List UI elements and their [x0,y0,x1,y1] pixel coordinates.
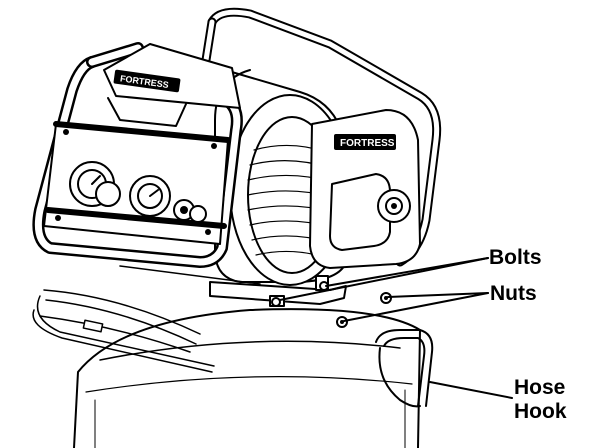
coiled-hose [32,289,215,373]
hose-hook [375,329,434,408]
shroud-brand-logo: FORTRESS [340,138,395,149]
side-shroud: FORTRESS [309,109,421,269]
label-hose-hook: Hose Hook [514,376,567,424]
label-nuts: Nuts [490,282,537,305]
label-bolts: Bolts [489,246,542,269]
top-cover: FORTRESS [103,43,241,127]
front-frame [32,42,243,268]
tank [73,308,421,448]
control-panel [43,121,231,245]
leader-lines [279,257,513,399]
nuts [336,292,392,328]
label-hose-hook-line1: Hose [514,376,566,399]
label-hose-hook-line2: Hook [514,400,567,423]
regulator-knob [95,181,121,207]
